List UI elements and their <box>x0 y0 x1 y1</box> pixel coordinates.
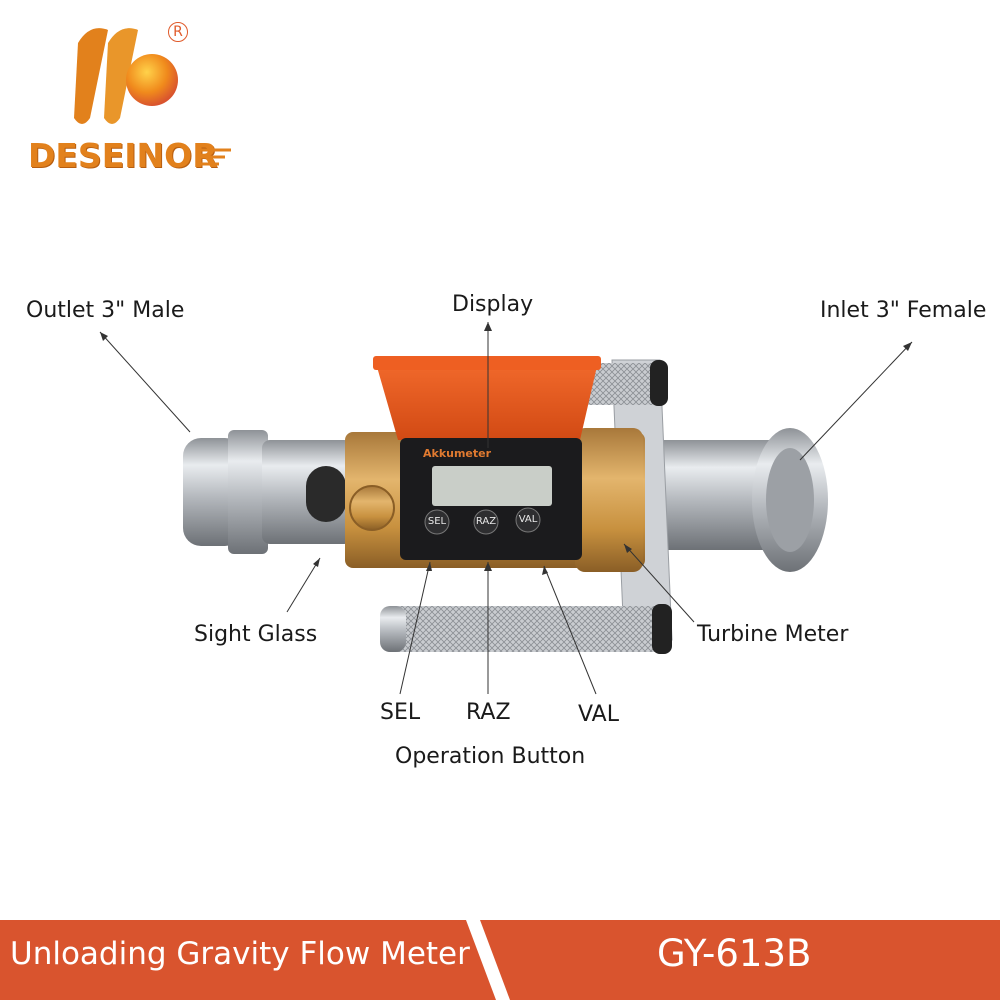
lcd-button-val: VAL <box>518 514 538 525</box>
flow-meter-illustration <box>99 322 913 695</box>
label-turbine-meter: Turbine Meter <box>697 622 849 647</box>
label-raz: RAZ <box>466 700 511 725</box>
label-sight-glass: Sight Glass <box>194 622 318 647</box>
label-display: Display <box>452 292 534 317</box>
label-val: VAL <box>578 702 619 727</box>
label-sel: SEL <box>380 700 421 725</box>
logo-swoosh-lines <box>197 148 231 166</box>
footer-model: GY-613B <box>657 932 812 975</box>
footer-slash <box>466 920 510 1000</box>
label-outlet: Outlet 3" Male <box>26 298 185 323</box>
device-brand-label: Akkumeter <box>423 447 492 460</box>
footer-title: Unloading Gravity Flow Meter <box>10 936 470 972</box>
label-operation-button: Operation Button <box>395 744 586 769</box>
lcd-button-sel: SEL <box>427 516 447 527</box>
lcd-button-raz: RAZ <box>475 516 497 527</box>
logo-emblem <box>74 28 178 125</box>
label-inlet: Inlet 3" Female <box>820 298 987 323</box>
logo-wordmark: DESEINOR <box>28 136 218 175</box>
registered-mark: R <box>168 22 188 42</box>
